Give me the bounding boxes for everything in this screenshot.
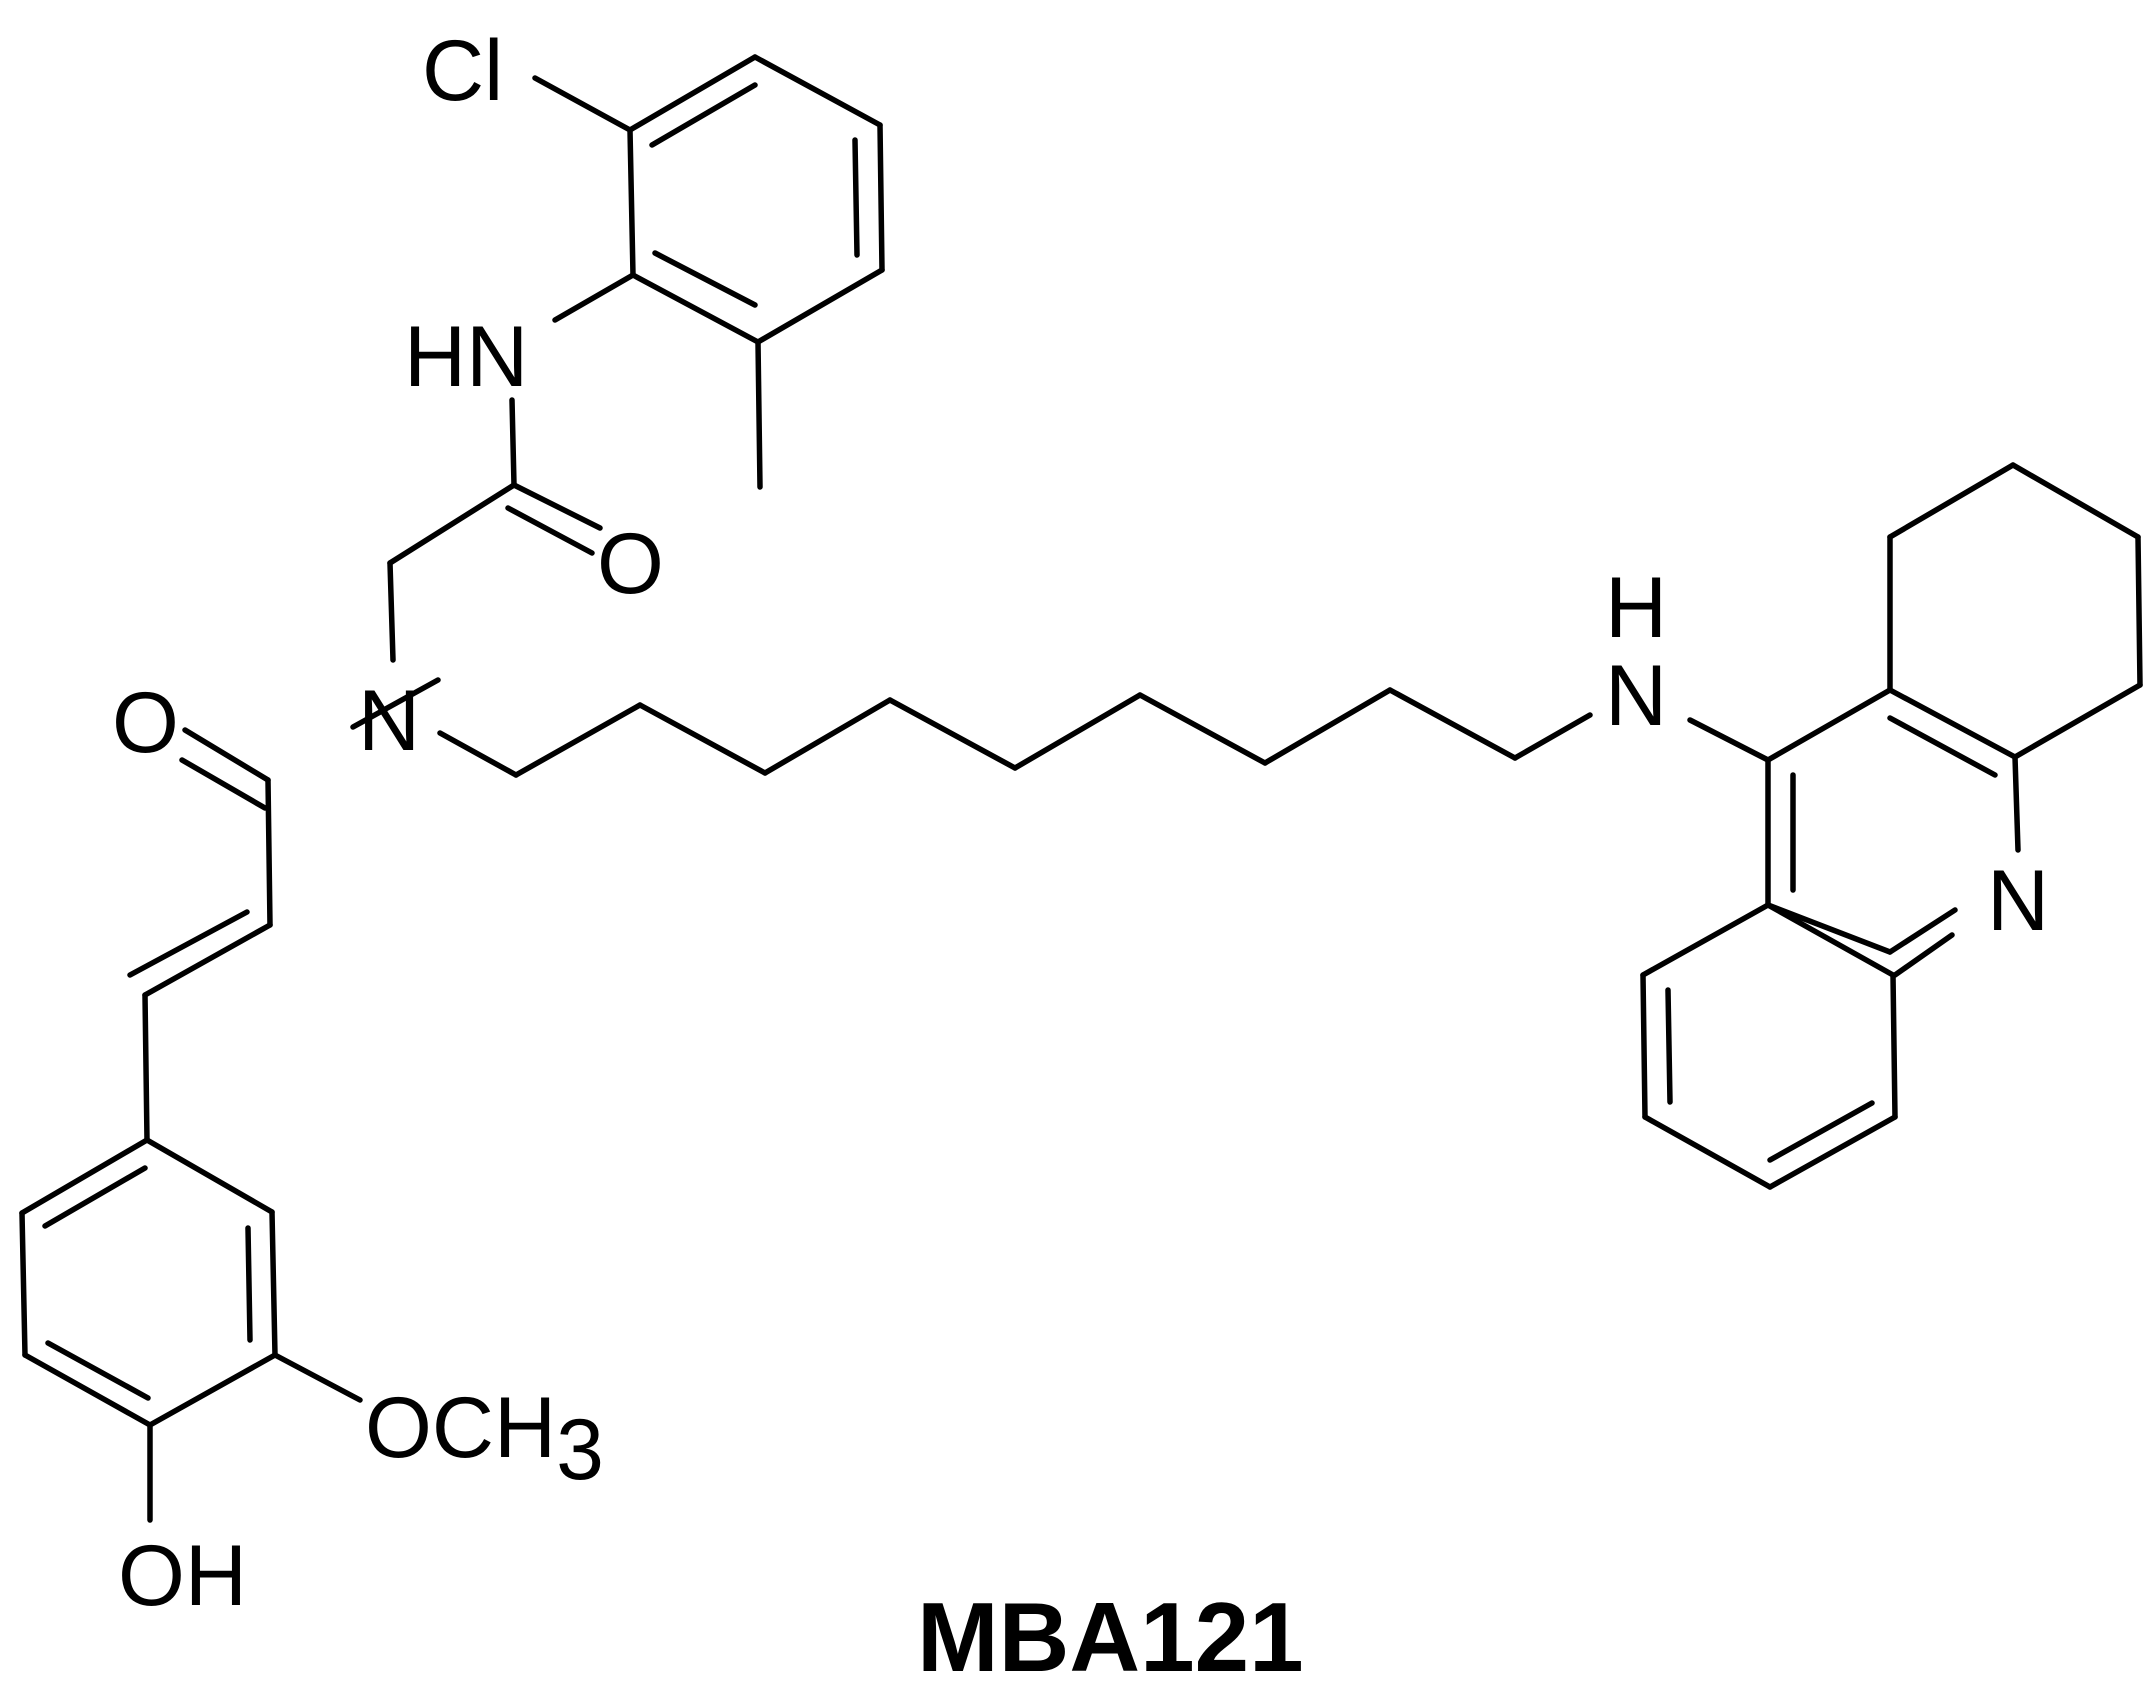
chloro-bond <box>532 75 633 133</box>
tacrine-pyridine-ring <box>1765 687 2021 978</box>
chlorine-atom-label: Cl <box>422 23 503 119</box>
upper-carbonyl-oxygen-label: O <box>597 516 664 612</box>
methyl-bond <box>755 339 763 490</box>
amine-aryl-bond <box>1687 717 1771 763</box>
amine-nitrogen-label: N <box>1605 648 1667 744</box>
chloromethylphenyl-ring <box>627 54 885 345</box>
glycinamide-linker <box>387 397 603 663</box>
methoxy-label-main: OCH <box>365 1380 556 1476</box>
alkyl-chain <box>437 687 1593 778</box>
tertiary-nitrogen-label: N <box>358 673 420 769</box>
methoxy-label-subscript: 3 <box>556 1402 604 1498</box>
amine-hydrogen-label: H <box>1605 560 1667 656</box>
tacrine-cyclohexane-ring <box>1887 462 2143 760</box>
left-carbonyl-oxygen-label: O <box>112 675 179 771</box>
aryl-nh-bond <box>552 272 636 323</box>
vanillyl-ring <box>19 1137 278 1428</box>
hydroxyl-label: OH <box>118 1528 247 1624</box>
cinnamoyl-amide <box>127 677 441 1143</box>
compound-name-label: MBA121 <box>917 1582 1304 1692</box>
ring-nitrogen-label: N <box>1987 853 2049 949</box>
methoxy-label: OCH3 <box>365 1380 604 1498</box>
amide-nh-label: HN <box>404 309 528 405</box>
methoxy-bond <box>272 1352 363 1403</box>
tacrine-benzo-ring <box>1640 902 1898 1190</box>
